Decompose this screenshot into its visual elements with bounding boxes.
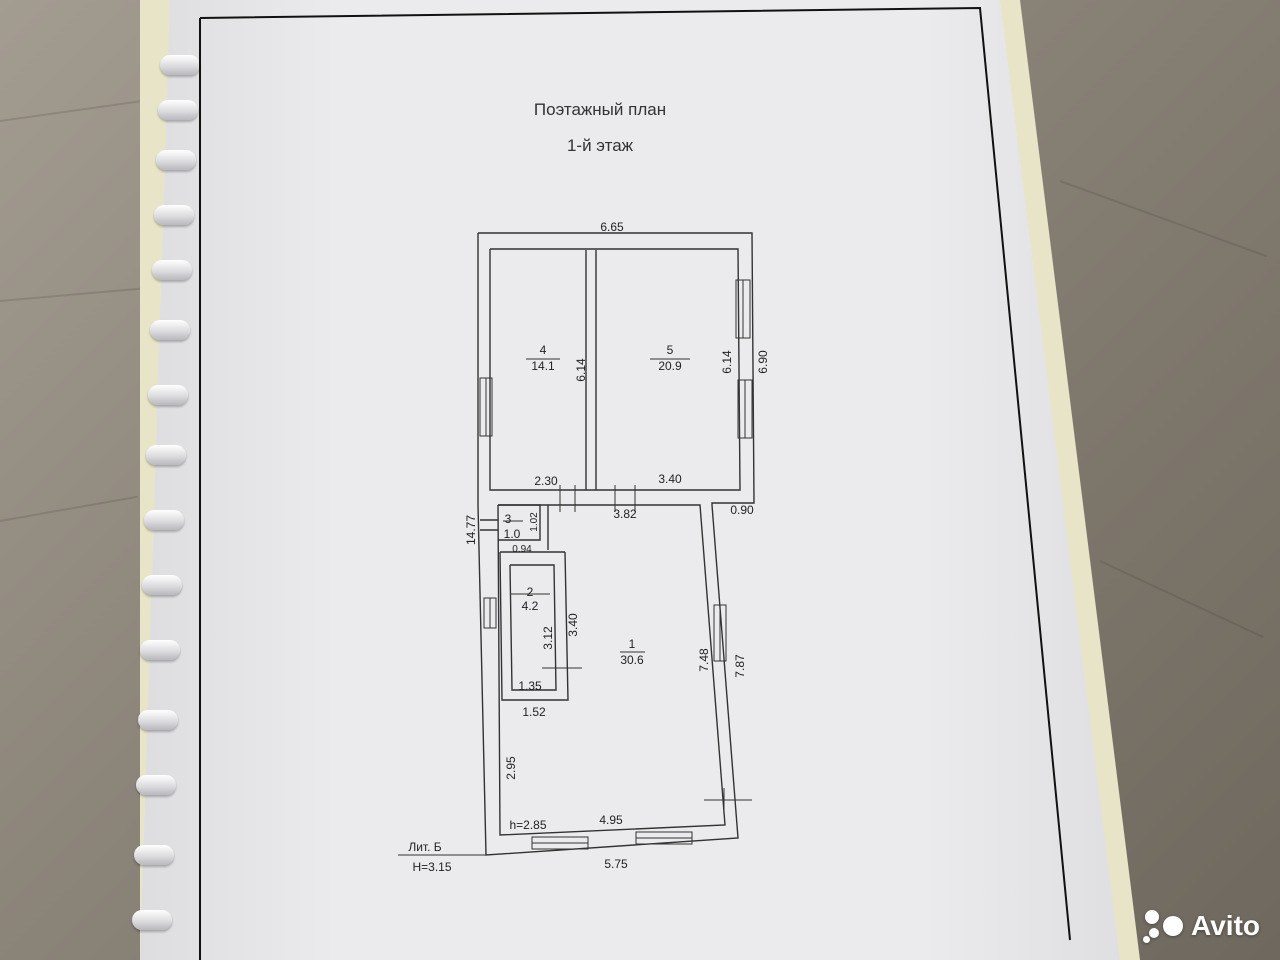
dimension-label: 3.82 — [613, 507, 637, 521]
room-area: 14.1 — [531, 359, 555, 373]
binding-ring — [160, 55, 200, 75]
dimension-label: 7.87 — [733, 654, 747, 678]
room-number: 2 — [527, 585, 534, 599]
door-marks — [398, 485, 752, 856]
page-frame — [199, 6, 1071, 960]
binding-ring — [144, 510, 184, 530]
binding-ring — [154, 205, 194, 225]
binding-ring — [148, 385, 188, 405]
dimension-label: 4.95 — [599, 813, 623, 827]
dimension-label: 14.77 — [464, 515, 478, 545]
document-page — [140, 0, 1120, 960]
building-letter: Лит. Б — [408, 840, 441, 854]
binding-ring — [150, 320, 190, 340]
dimension-label: 3.12 — [541, 626, 555, 650]
binding-ring — [152, 260, 192, 280]
room-number: 3 — [505, 512, 512, 526]
room-number: 5 — [667, 343, 674, 357]
avito-watermark: Avito — [1143, 908, 1260, 944]
dimension-label: 0.90 — [730, 503, 754, 517]
dimension-label: 6.65 — [600, 220, 624, 234]
dimension-label: 6.14 — [720, 350, 734, 374]
walls — [477, 232, 755, 856]
dimension-label: 7.48 — [697, 648, 711, 672]
page-shading — [140, 0, 1120, 960]
room-dividers — [503, 358, 690, 653]
dimension-label: 1.02 — [529, 512, 540, 532]
dimension-label: 1.52 — [522, 705, 546, 719]
binding-ring — [140, 640, 180, 660]
plan-title: Поэтажный план — [533, 100, 667, 119]
dimension-label: 3.40 — [566, 613, 580, 637]
building-height: H=3.15 — [412, 860, 451, 874]
room-area: 4.2 — [522, 599, 539, 613]
avito-logo-icon — [1143, 908, 1187, 944]
binding-ring — [146, 445, 186, 465]
dimension-label: 0.94 — [512, 544, 532, 555]
room-number: 4 — [540, 343, 547, 357]
binding-ring — [134, 845, 174, 865]
room-area: 1.0 — [504, 527, 521, 541]
ceiling-height: h=2.85 — [509, 818, 546, 832]
binding-ring — [156, 150, 196, 170]
binding-ring — [158, 100, 198, 120]
dimension-label: 2.30 — [534, 474, 558, 488]
room-area: 20.9 — [658, 359, 682, 373]
plan-subtitle: 1-й этаж — [566, 136, 634, 155]
binding-ring — [132, 910, 172, 930]
binding-ring — [142, 575, 182, 595]
dimension-label: 1.35 — [518, 679, 542, 693]
avito-brand-text: Avito — [1191, 910, 1260, 941]
dimension-label: 3.40 — [658, 472, 682, 486]
windows — [479, 279, 753, 850]
room-number: 1 — [629, 637, 636, 651]
dimension-label: 6.90 — [756, 350, 770, 374]
room-area: 30.6 — [620, 653, 644, 667]
binding-ring — [138, 710, 178, 730]
binding-ring — [136, 775, 176, 795]
dimension-label: 6.14 — [574, 358, 588, 382]
dimension-label: 5.75 — [604, 857, 628, 871]
dimension-label: 2.95 — [504, 756, 518, 780]
